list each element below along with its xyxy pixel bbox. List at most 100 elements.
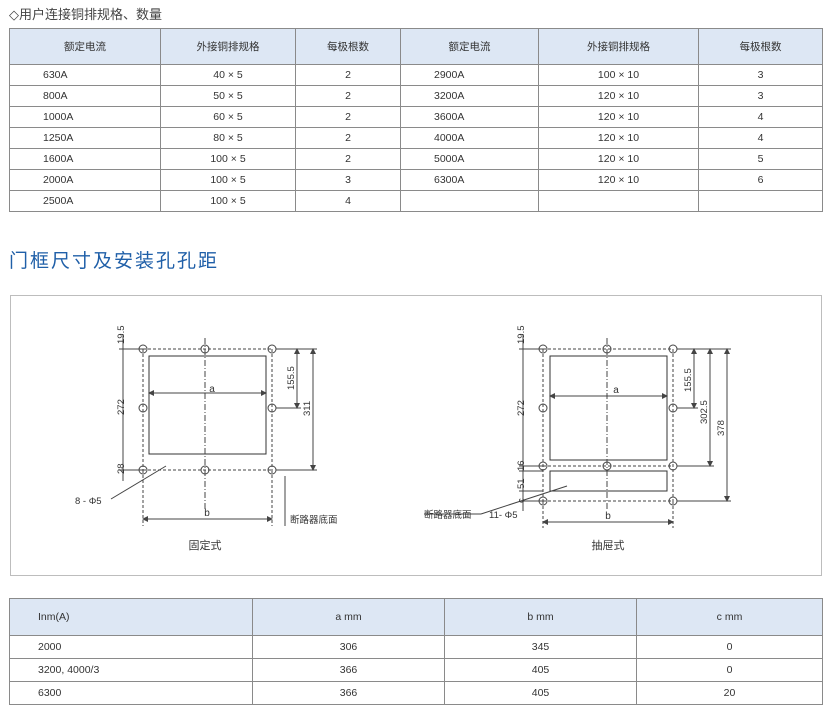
table-cell: 100 × 10 [538, 64, 699, 86]
section-title-busbar: ◇用户连接铜排规格、数量 [9, 7, 162, 22]
table-cell [400, 190, 539, 212]
table-cell: 366 [252, 658, 445, 682]
table-cell: 6300A [400, 169, 539, 191]
section-title-door-frame: 门框尺寸及安装孔孔距 [9, 251, 220, 272]
table-cell: 2 [295, 85, 401, 107]
fixed-type-drawing [110, 334, 317, 526]
table-cell: 3200A [400, 85, 539, 107]
table-cell [538, 190, 699, 212]
table-cell: 1000A [9, 106, 161, 128]
table-cell: 2 [295, 148, 401, 170]
table-cell: 4 [295, 190, 401, 212]
mounting-hole [138, 344, 277, 475]
dim-label: 155.5 [683, 368, 694, 392]
table-cell: 2000 [9, 635, 253, 659]
table-cell: 366 [252, 681, 445, 705]
dim-label: 272 [116, 399, 127, 415]
dim-a-label: a [209, 384, 215, 395]
base-label: 断路器底面 [424, 509, 472, 521]
col-header: 每极根数 [698, 28, 823, 65]
dim-label: 51 [516, 478, 527, 489]
col-header: 额定电流 [9, 28, 161, 65]
table-cell [698, 190, 823, 212]
dim-label: 28 [116, 463, 127, 474]
mounting-hole [538, 344, 678, 506]
table-cell: 345 [444, 635, 637, 659]
table-cell: 50 × 5 [160, 85, 296, 107]
table-cell: 306 [252, 635, 445, 659]
dim-label: c [516, 498, 527, 503]
table-cell: 2 [295, 64, 401, 86]
table-cell: 2 [295, 127, 401, 149]
col-header: 每极根数 [295, 28, 401, 65]
table-cell: 630A [9, 64, 161, 86]
table-cell: 100 × 5 [160, 148, 296, 170]
dim-label: 311 [302, 401, 313, 416]
table-cell: 6300 [9, 681, 253, 705]
drawer-type-drawing [424, 334, 731, 528]
table-cell: 0 [636, 635, 823, 659]
table-cell: 5 [698, 148, 823, 170]
table-cell: 4 [698, 106, 823, 128]
table-cell: 60 × 5 [160, 106, 296, 128]
col-header: 外接铜排规格 [538, 28, 699, 65]
dim-label: 155.5 [286, 366, 297, 390]
table-cell: 3600A [400, 106, 539, 128]
table-cell: 405 [444, 658, 637, 682]
table-cell: 80 × 5 [160, 127, 296, 149]
table-cell: 120 × 10 [538, 127, 699, 149]
table-cell: 40 × 5 [160, 64, 296, 86]
table-cell: 120 × 10 [538, 85, 699, 107]
table-cell: 6 [698, 169, 823, 191]
table-cell: 120 × 10 [538, 169, 699, 191]
col-header: Inm(A) [9, 598, 253, 636]
table-cell: 5000A [400, 148, 539, 170]
col-header: c mm [636, 598, 823, 636]
table-cell: 405 [444, 681, 637, 705]
table-header-row: Inm(A) a mm b mm c mm [9, 598, 823, 636]
table-cell: 3 [698, 64, 823, 86]
col-header: a mm [252, 598, 445, 636]
col-header: 外接铜排规格 [160, 28, 296, 65]
table-cell: 4000A [400, 127, 539, 149]
table-cell: 2 [295, 106, 401, 128]
dim-label: 16 [516, 460, 527, 471]
table-cell: 800A [9, 85, 161, 107]
table-cell: 3 [295, 169, 401, 191]
table-cell: 2900A [400, 64, 539, 86]
table-cell: 0 [636, 658, 823, 682]
table-cell: 120 × 10 [538, 106, 699, 128]
table-cell: 100 × 5 [160, 169, 296, 191]
table-cell: 2500A [9, 190, 161, 212]
holes-label: 11- Φ5 [489, 510, 518, 521]
table-cell: 4 [698, 127, 823, 149]
table-header-row: 额定电流 外接铜排规格 每极根数 额定电流 外接铜排规格 每极根数 [9, 28, 823, 65]
table-cell: 120 × 10 [538, 148, 699, 170]
table-cell: 3 [698, 85, 823, 107]
table-cell: 3200, 4000/3 [9, 658, 253, 682]
table-cell: 1250A [9, 127, 161, 149]
dim-label: 378 [716, 420, 727, 436]
dim-b-label: b [204, 508, 210, 519]
caption-fixed: 固定式 [189, 538, 222, 552]
dim-label: 272 [516, 400, 527, 416]
holes-label: 8 - Φ5 [75, 496, 102, 507]
table-cell: 20 [636, 681, 823, 705]
caption-drawer: 抽屉式 [592, 538, 625, 552]
dim-label: 19.5 [516, 326, 527, 345]
table-cell: 2000A [9, 169, 161, 191]
dim-label: 19.5 [116, 326, 127, 345]
col-header: 额定电流 [400, 28, 539, 65]
